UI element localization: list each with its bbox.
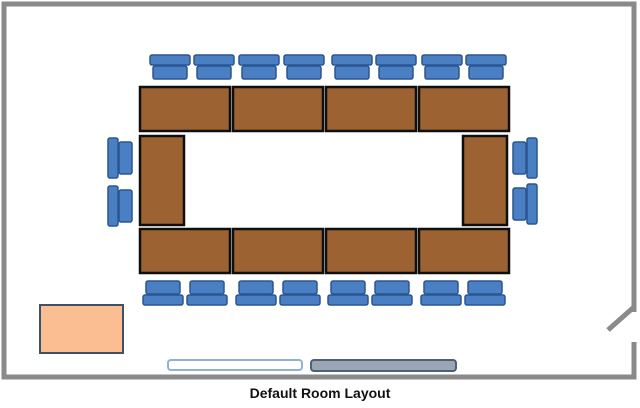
table-end-left <box>138 134 186 227</box>
table-top-1 <box>138 85 232 133</box>
chair-left-1 <box>107 137 133 179</box>
chair-top-8 <box>465 54 507 80</box>
entry-mat-light <box>167 359 303 371</box>
chair-bottom-1 <box>142 280 184 306</box>
chair-top-4 <box>283 54 325 80</box>
table-bottom-4 <box>417 227 511 275</box>
chair-top-2 <box>193 54 235 80</box>
room-wall <box>1 1 637 380</box>
chair-bottom-3 <box>235 280 277 306</box>
chair-top-6 <box>375 54 417 80</box>
chair-top-1 <box>149 54 191 80</box>
table-bottom-2 <box>231 227 325 275</box>
table-top-4 <box>417 85 511 133</box>
chair-bottom-4 <box>279 280 321 306</box>
chair-right-1 <box>512 137 538 179</box>
chair-left-2 <box>107 185 133 227</box>
table-bottom-3 <box>324 227 418 275</box>
table-top-3 <box>324 85 418 133</box>
door-swing-wall <box>606 305 636 332</box>
chair-bottom-8 <box>464 280 506 306</box>
chair-bottom-2 <box>186 280 228 306</box>
entry-mat-dark <box>310 359 457 372</box>
diagram-caption: Default Room Layout <box>249 385 391 401</box>
chair-right-2 <box>512 183 538 225</box>
table-bottom-1 <box>138 227 232 275</box>
table-top-2 <box>231 85 325 133</box>
chair-top-7 <box>421 54 463 80</box>
chair-bottom-6 <box>371 280 413 306</box>
chair-top-3 <box>238 54 280 80</box>
corner-desk <box>39 304 124 354</box>
chair-bottom-7 <box>420 280 462 306</box>
table-end-right <box>461 134 509 227</box>
chair-top-5 <box>331 54 373 80</box>
chair-bottom-5 <box>327 280 369 306</box>
